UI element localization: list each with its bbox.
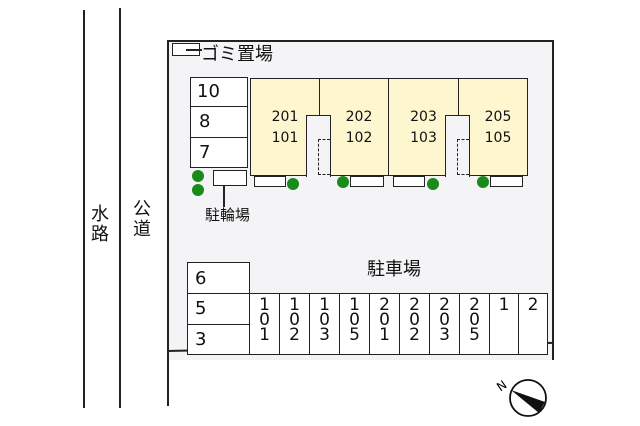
balcony	[490, 176, 523, 187]
parking-stall-201: 2 0 1	[369, 293, 400, 355]
tree-icon	[192, 170, 204, 182]
lot-left-edge	[167, 356, 169, 406]
public-road-line	[119, 8, 121, 408]
parking-stall-202: 2 0 2	[399, 293, 430, 355]
tree-icon	[477, 176, 489, 188]
bicycle-parking-label: 駐輪場	[205, 206, 251, 224]
bicycle-leader-line	[223, 185, 225, 207]
tree-icon	[427, 178, 439, 190]
waterway-label: 水路	[91, 204, 109, 245]
garbage-leader-line	[186, 49, 202, 51]
parking-stall-203: 2 0 3	[429, 293, 460, 355]
balcony	[350, 176, 384, 187]
compass-icon: N	[494, 375, 555, 420]
garbage-area-label: ゴミ置場	[201, 44, 273, 65]
parking-stall-205: 2 0 5	[459, 293, 490, 355]
bicycle-parking-box	[213, 170, 247, 186]
parking-stall-105: 1 0 5	[339, 293, 370, 355]
parking-stall-10: 10	[190, 77, 248, 107]
parking-stall-7: 7	[190, 137, 248, 168]
parking-stall-101: 1 0 1	[249, 293, 280, 355]
parking-stall-5: 5	[187, 293, 250, 325]
parking-stall-3: 3	[187, 324, 250, 355]
parking-label: 駐車場	[367, 259, 421, 280]
parking-stall-103: 1 0 3	[309, 293, 340, 355]
parking-stall-6: 6	[187, 262, 250, 294]
waterway-line	[83, 10, 85, 408]
entrance-dashed	[318, 139, 330, 175]
entrance-dashed	[457, 139, 469, 175]
balcony	[393, 176, 425, 187]
parking-stall-2: 2	[518, 293, 548, 355]
tree-icon	[287, 178, 299, 190]
tree-icon	[192, 184, 204, 196]
parking-stall-8: 8	[190, 106, 248, 138]
svg-text:N: N	[495, 378, 509, 395]
parking-stall-1: 1	[489, 293, 519, 355]
balcony	[254, 176, 286, 187]
public-road-label: 公道	[133, 199, 151, 240]
tree-icon	[337, 176, 349, 188]
parking-stall-102: 1 0 2	[279, 293, 310, 355]
